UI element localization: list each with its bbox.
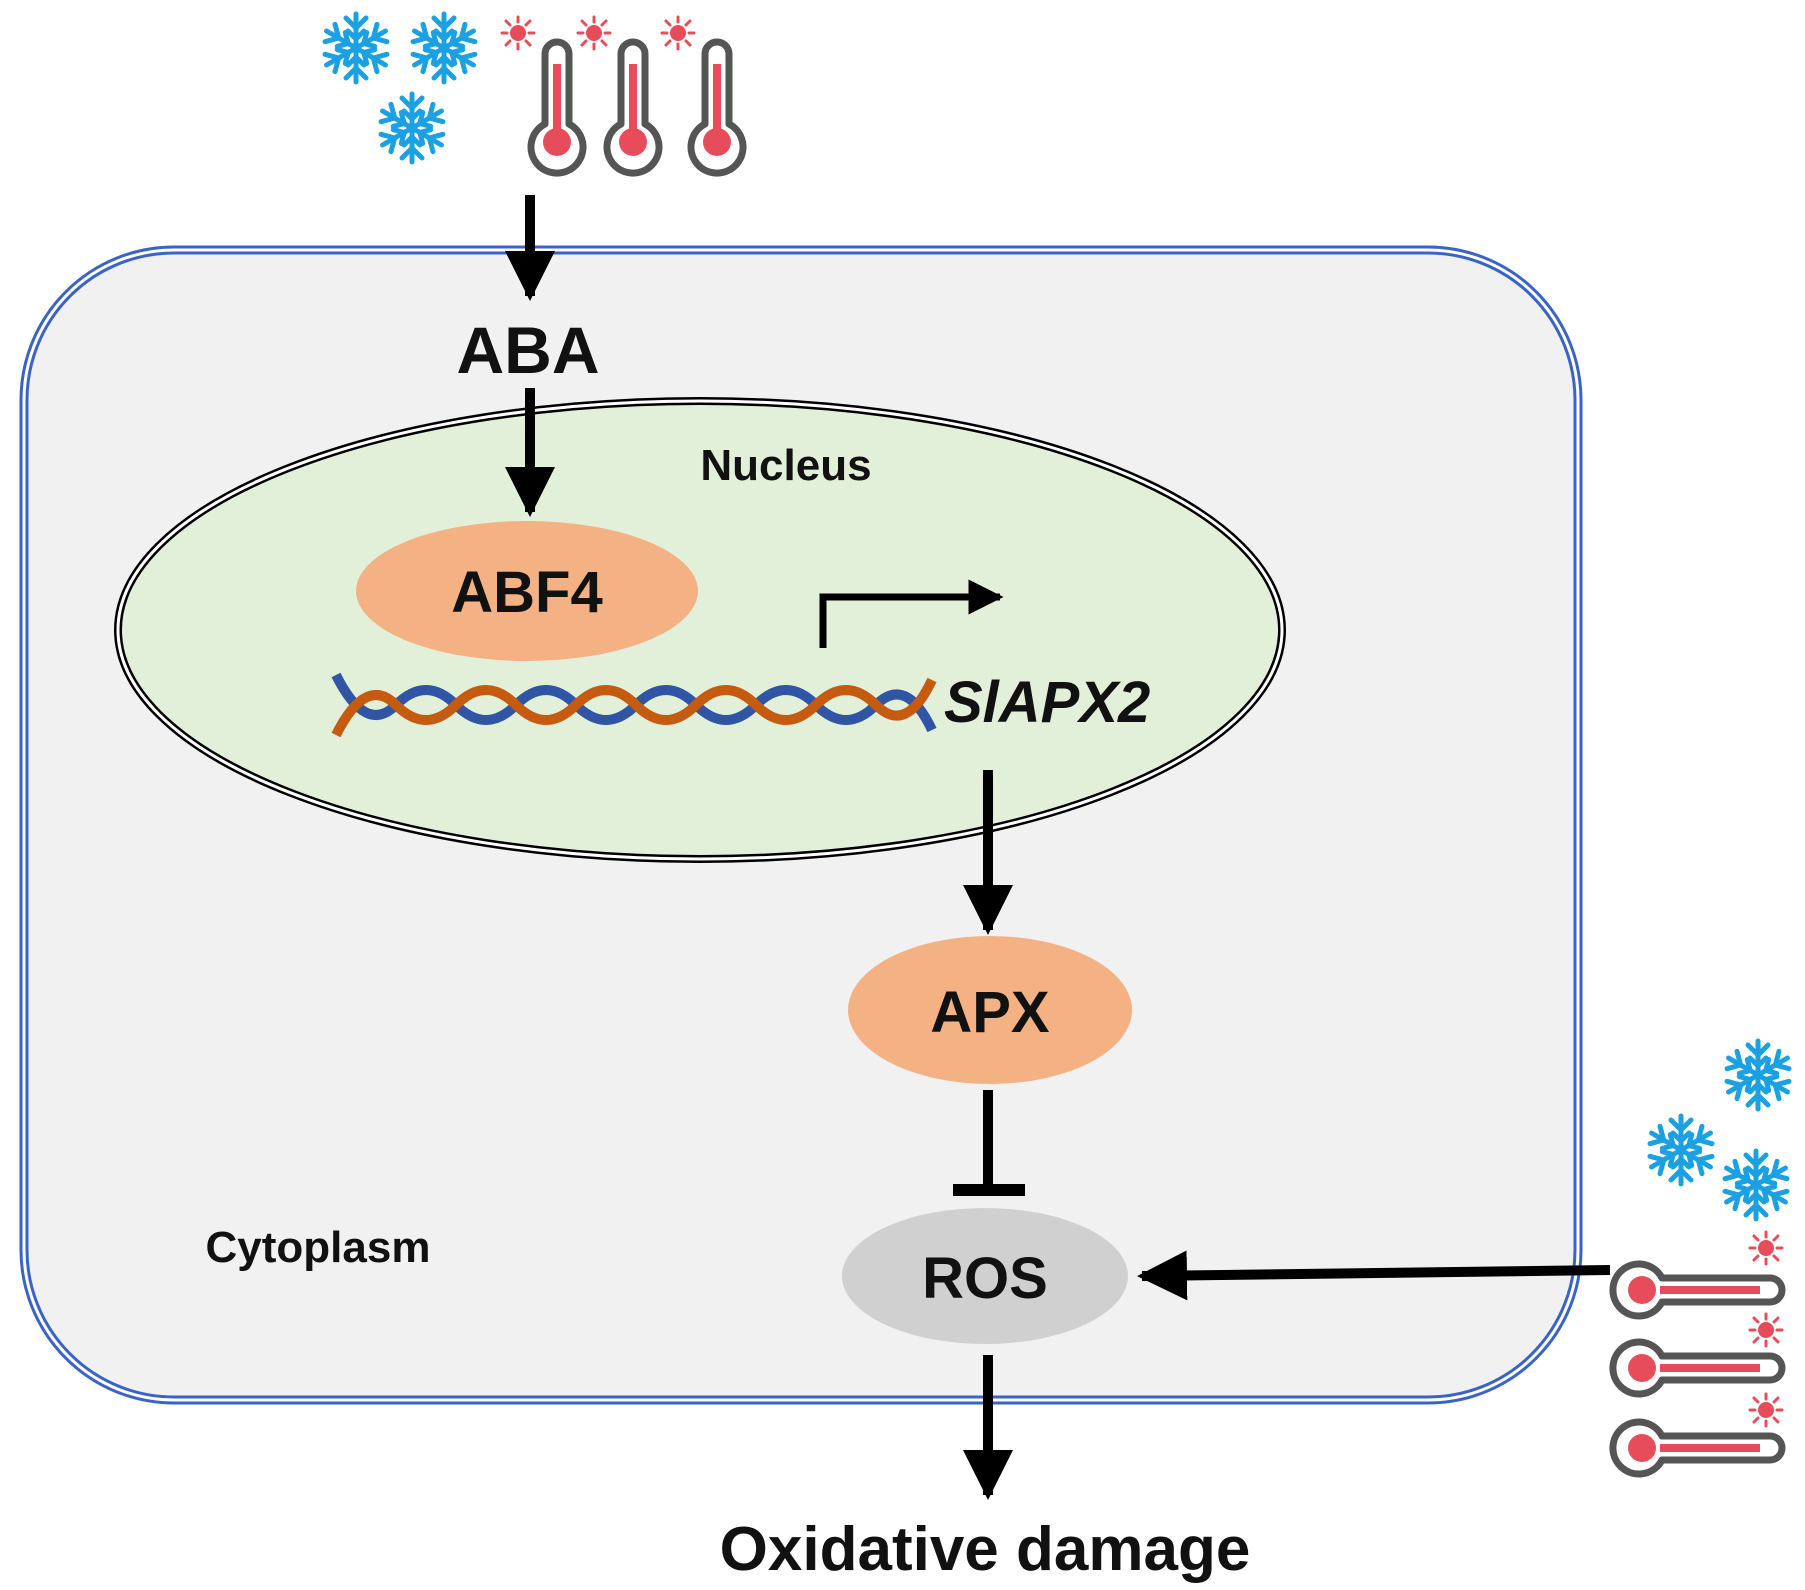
nucleus-label: Nucleus [700, 441, 871, 490]
sun-icon [576, 15, 612, 51]
ros-node [842, 1208, 1128, 1344]
snowflake-icon [1722, 1151, 1791, 1219]
sun-icon [1748, 1230, 1784, 1266]
sun-icon [1748, 1392, 1784, 1428]
thermometer-icon [1613, 1264, 1782, 1316]
sun-icon [500, 15, 536, 51]
stress-to-ros-arrow [1137, 1250, 1611, 1301]
oxidative-damage-label: Oxidative damage [720, 1515, 1251, 1584]
sun-icon [660, 15, 696, 51]
snowflake-icon [322, 14, 391, 82]
dna-helix [331, 672, 937, 738]
cold-stress-icon-group-right [1647, 1041, 1793, 1219]
snowflake-icon [1647, 1116, 1716, 1184]
abf4-label: ABF4 [451, 560, 602, 625]
snowflake-icon [1724, 1041, 1793, 1109]
thermometer-icon [531, 42, 583, 173]
cytoplasm-label: Cytoplasm [206, 1223, 431, 1272]
snowflake-icon [378, 94, 447, 162]
cold-stress-icon-group [322, 14, 479, 162]
sun-icon [1748, 1312, 1784, 1348]
gene-label: SlAPX2 [944, 670, 1150, 735]
thermometer-icon [607, 42, 659, 173]
thermometer-icon [691, 42, 743, 173]
heat-stress-icon-group [500, 15, 743, 173]
ros-label: ROS [922, 1246, 1048, 1311]
snowflake-icon [410, 14, 479, 82]
thermometer-icon [1613, 1342, 1782, 1394]
abf4-node [356, 521, 698, 661]
aba-label: ABA [457, 313, 600, 387]
transcription-start-arrow [819, 579, 1004, 648]
apx-node [848, 936, 1132, 1084]
heat-stress-icon-group-right [1613, 1230, 1784, 1474]
apx-label: APX [930, 980, 1050, 1045]
thermometer-icon [1613, 1422, 1782, 1474]
